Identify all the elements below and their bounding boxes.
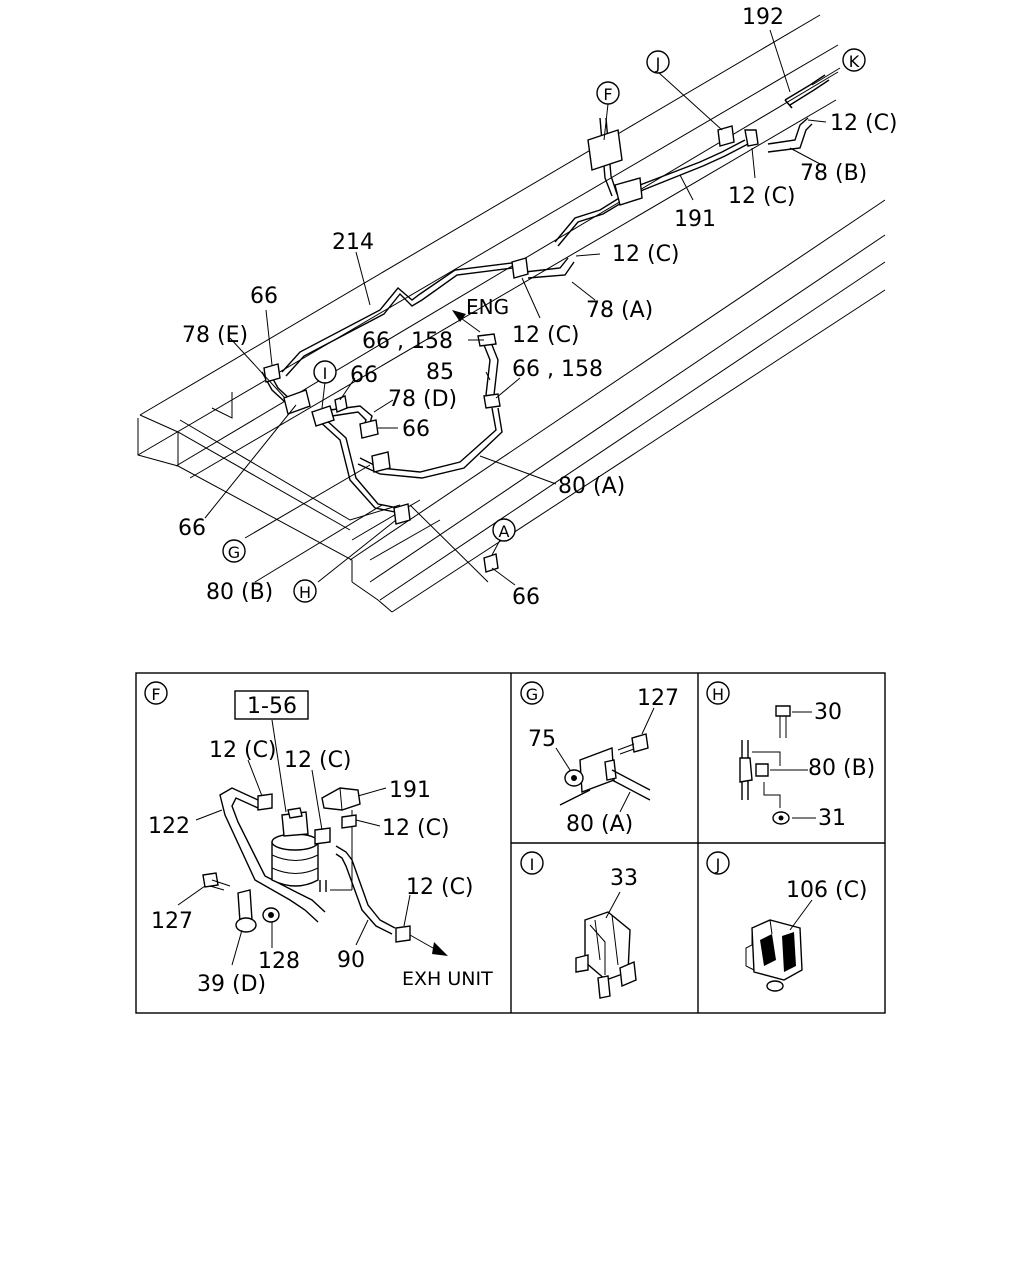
callout-k-letter: K <box>849 52 860 71</box>
label-80a: 80 (A) <box>558 474 625 499</box>
label-66-158-b: 66 , 158 <box>512 357 603 382</box>
detail-h-30: 30 <box>814 700 842 725</box>
callout-k: K <box>842 48 866 72</box>
detail-h: H 30 80 (B) 31 <box>706 681 875 831</box>
detail-i: I 33 <box>520 851 638 999</box>
label-66-e: 66 <box>512 585 540 610</box>
detail-f-letter: F <box>151 685 160 704</box>
detail-f-90: 90 <box>337 948 365 973</box>
callout-j: J <box>646 50 670 74</box>
label-85: 85 <box>426 360 454 385</box>
detail-f-39d: 39 (D) <box>197 972 266 997</box>
detail-f: F 1-56 <box>144 681 493 997</box>
label-12c-c: 12 (C) <box>612 242 680 267</box>
callout-g: G <box>222 539 246 563</box>
part-labels: 192 12 (C) 78 (B) 12 (C) 191 12 (C) 214 … <box>178 5 898 610</box>
callout-i: I <box>313 360 337 384</box>
eng-direction-arrow <box>452 310 481 333</box>
detail-f-12c-4: 12 (C) <box>406 875 474 900</box>
callout-f-letter: F <box>603 85 612 104</box>
detail-h-letter: H <box>712 685 724 704</box>
label-214: 214 <box>332 230 374 255</box>
label-66-a: 66 <box>250 284 278 309</box>
label-66-158-a: 66 , 158 <box>362 329 453 354</box>
callout-a-letter: A <box>499 522 510 541</box>
detail-panels-frame <box>135 672 886 1014</box>
label-192: 192 <box>742 5 784 30</box>
detail-h-80b: 80 (B) <box>808 756 875 781</box>
detail-j-106c: 106 (C) <box>786 878 868 903</box>
label-12c-d: 12 (C) <box>512 323 580 348</box>
detail-f-12c-3: 12 (C) <box>382 816 450 841</box>
label-80b: 80 (B) <box>206 580 273 605</box>
callout-i-letter: I <box>323 364 328 383</box>
detail-j: J 106 (C) <box>706 851 868 992</box>
callout-f: F <box>596 81 620 105</box>
callout-a: A <box>492 518 516 542</box>
label-78b: 78 (B) <box>800 161 867 186</box>
detail-g: G 127 75 80 (A) <box>520 681 679 837</box>
detail-j-letter: J <box>715 855 721 874</box>
detail-f-12c-1: 12 (C) <box>209 738 277 763</box>
detail-f-122: 122 <box>148 814 190 839</box>
label-66-b: 66 <box>350 363 378 388</box>
detail-g-75: 75 <box>528 727 556 752</box>
detail-g-127: 127 <box>637 686 679 711</box>
detail-f-128: 128 <box>258 949 300 974</box>
label-12c-b: 12 (C) <box>728 184 796 209</box>
fuel-filter <box>271 807 319 887</box>
label-66-d: 66 <box>178 516 206 541</box>
ref-box-1-56 <box>234 690 309 720</box>
callout-g-letter: G <box>228 543 240 562</box>
detail-f-191: 191 <box>389 778 431 803</box>
detail-i-letter: I <box>530 855 535 874</box>
detail-h-31: 31 <box>818 806 846 831</box>
detail-f-exh-unit: EXH UNIT <box>402 968 493 990</box>
detail-f-12c-2: 12 (C) <box>284 748 352 773</box>
label-191: 191 <box>674 207 716 232</box>
label-66-c: 66 <box>402 417 430 442</box>
label-78a: 78 (A) <box>586 298 653 323</box>
callout-j-letter: J <box>655 54 661 73</box>
label-eng: ENG <box>466 295 509 319</box>
pipe-routing <box>261 74 830 573</box>
label-78d: 78 (D) <box>388 387 457 412</box>
detail-g-letter: G <box>526 685 538 704</box>
callout-h: H <box>293 579 317 603</box>
detail-g-80a: 80 (A) <box>566 812 633 837</box>
label-12c-a: 12 (C) <box>830 111 898 136</box>
label-78e: 78 (E) <box>182 323 248 348</box>
callout-h-letter: H <box>299 583 311 602</box>
detail-f-127: 127 <box>151 909 193 934</box>
detail-i-33: 33 <box>610 866 638 891</box>
ref-box-label: 1-56 <box>247 694 297 719</box>
leader-lines <box>204 29 841 586</box>
